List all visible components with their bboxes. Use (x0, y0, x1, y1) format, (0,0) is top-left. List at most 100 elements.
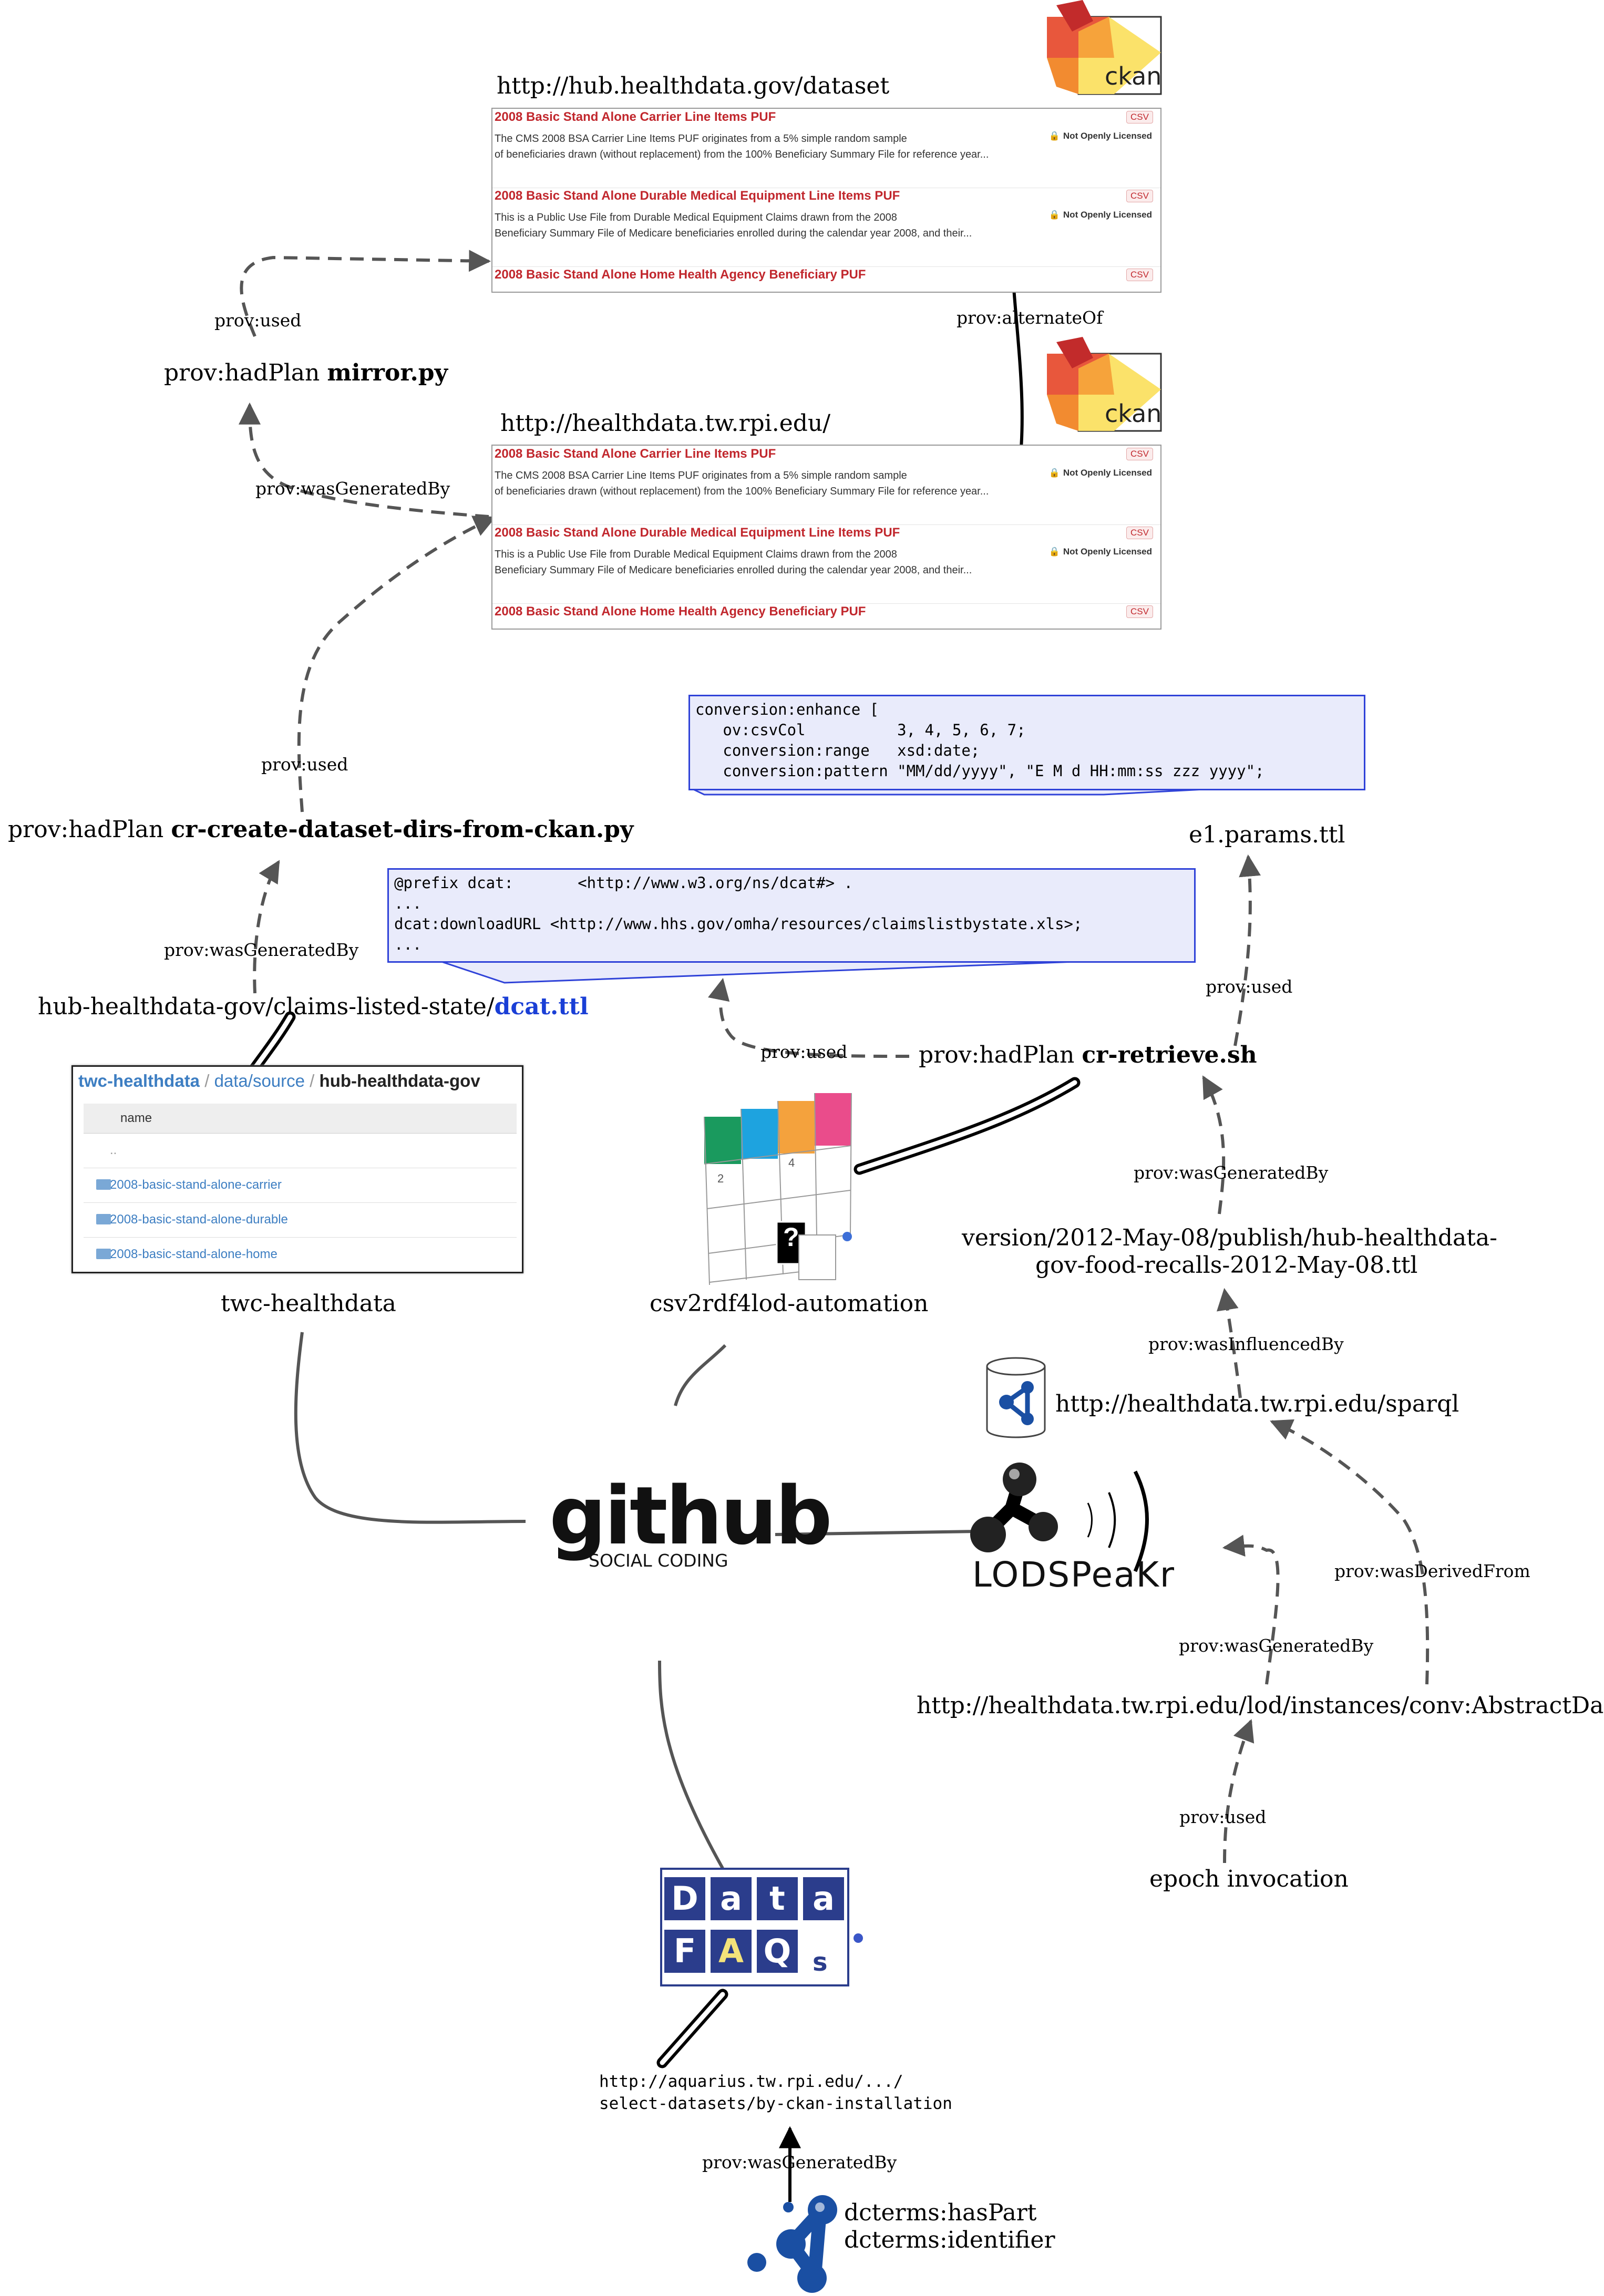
dataset-title[interactable]: 2008 Basic Stand Alone Durable Medical E… (495, 526, 900, 540)
dataset-title[interactable]: 2008 Basic Stand Alone Carrier Line Item… (495, 110, 776, 124)
lock-icon: 🔒 (1048, 131, 1060, 141)
ckan-text-middle: ckan (1105, 399, 1162, 428)
twc-healthdata-node[interactable]: twc-healthdata (221, 1290, 396, 1317)
file-row[interactable]: 2008-basic-stand-alone-home (84, 1237, 517, 1272)
arrow-dcat-generated-by-createdirs (253, 860, 280, 994)
file-row[interactable]: 2008-basic-stand-alone-carrier (84, 1168, 517, 1203)
database-icon (986, 1357, 1046, 1438)
list-item[interactable]: 2008 Basic Stand Alone Durable Medical E… (492, 188, 1160, 267)
label-prov-alternate-of: prov:alternateOf (957, 307, 1103, 328)
line-github-datafaqs (658, 1660, 724, 1869)
dataset-title[interactable]: 2008 Basic Stand Alone Durable Medical E… (495, 189, 900, 203)
tw-dataset-listing: 2008 Basic Stand Alone Carrier Line Item… (491, 445, 1161, 630)
label-prov-was-influenced-by: prov:wasInfluencedBy (1148, 1334, 1344, 1354)
question-icon: ? (783, 1222, 799, 1252)
linked-data-icon (747, 2195, 837, 2293)
plan-retrieve: prov:hadPlan cr-retrieve.sh (919, 1042, 1257, 1068)
ckan-text-top: ckan (1105, 62, 1162, 90)
abstract-dataset-node[interactable]: http://healthdata.tw.rpi.edu/lod/instanc… (917, 1692, 1604, 1719)
label-prov-used: prov:used (1206, 976, 1293, 997)
label-prov-used: prov:used (760, 1042, 848, 1062)
link-csv2rdf4lod-to-retrieve (857, 1080, 1077, 1172)
arrow-version-generated-by-retrieve (1202, 1075, 1226, 1214)
parent-link[interactable]: .. (84, 1133, 517, 1168)
folder-icon (96, 1179, 111, 1190)
list-item[interactable]: 2008 Basic Stand Alone Home Health Agenc… (492, 603, 1160, 629)
link-datafaqs-to-aquarius (660, 1992, 725, 2065)
arrow-epoch-used-abstract (1223, 1719, 1255, 1863)
breadcrumb: twc-healthdata / data/source / hub-healt… (78, 1071, 480, 1090)
plan-mirror: prov:hadPlan mirror.py (164, 359, 448, 386)
tw-healthdata-url[interactable]: http://healthdata.tw.rpi.edu/ (500, 410, 831, 437)
license-label: 🔒Not Openly Licensed (1048, 468, 1152, 478)
format-badge: CSV (1126, 448, 1153, 460)
list-item[interactable]: 2008 Basic Stand Alone Carrier Line Item… (492, 446, 1160, 525)
hub-dataset-url[interactable]: http://hub.healthdata.gov/dataset (497, 73, 890, 99)
dataset-title[interactable]: 2008 Basic Stand Alone Carrier Line Item… (495, 447, 776, 461)
label-prov-used: prov:used (1179, 1807, 1267, 1827)
file-row[interactable]: 2008-basic-stand-alone-durable (84, 1202, 517, 1238)
folder-icon (96, 1214, 111, 1224)
lock-icon: 🔒 (1048, 468, 1060, 478)
license-label: 🔒Not Openly Licensed (1048, 210, 1152, 220)
folder-icon (96, 1249, 111, 1259)
dataset-desc: This is a Public Use File from Durable M… (495, 549, 972, 576)
license-label: 🔒Not Openly Licensed (1048, 131, 1152, 141)
label-prov-was-generated-by: prov:wasGeneratedBy (702, 2152, 897, 2173)
e1-params-node[interactable]: e1.params.ttl (1189, 821, 1345, 848)
license-label: 🔒Not Openly Licensed (1048, 547, 1152, 557)
arrow-abstract-generated-by-lodspeakr (1222, 1535, 1280, 1685)
dataset-title[interactable]: 2008 Basic Stand Alone Home Health Agenc… (495, 267, 866, 282)
dataset-desc: This is a Public Use File from Durable M… (495, 212, 972, 239)
format-badge: CSV (1126, 190, 1153, 202)
csv-grid-logo (704, 1093, 852, 1285)
list-item[interactable]: 2008 Basic Stand Alone Durable Medical E… (492, 524, 1160, 604)
label-prov-was-generated-by: prov:wasGeneratedBy (255, 478, 450, 499)
list-item[interactable]: 2008 Basic Stand Alone Carrier Line Item… (492, 109, 1160, 188)
hub-dataset-listing: 2008 Basic Stand Alone Carrier Line Item… (491, 108, 1161, 293)
arrow-tw-generated-by-mirror (239, 402, 489, 518)
file-browser: twc-healthdata / data/source / hub-healt… (71, 1065, 523, 1273)
line-github-twc (294, 1332, 526, 1524)
plan-create-dirs: prov:hadPlan cr-create-dataset-dirs-from… (8, 816, 634, 843)
label-prov-used: prov:used (214, 310, 302, 331)
ckan-logo-top (1047, 0, 1162, 95)
csv-grid-number: 4 (788, 1156, 795, 1169)
arrow-sparql-influenced-by-version (1216, 1288, 1242, 1398)
aquarius-url[interactable]: http://aquarius.tw.rpi.edu/.../select-da… (599, 2072, 952, 2113)
line-github-lodspeakr (775, 1530, 978, 1536)
sparql-endpoint[interactable]: http://healthdata.tw.rpi.edu/sparql (1055, 1391, 1459, 1417)
dcat-node[interactable]: hub-healthdata-gov/claims-listed-state/d… (38, 993, 589, 1020)
format-badge: CSV (1126, 605, 1153, 618)
csv2rdf4lod-node[interactable]: csv2rdf4lod-automation (650, 1290, 929, 1317)
format-badge: CSV (1126, 111, 1153, 123)
csv-grid-number: 2 (717, 1172, 724, 1185)
column-header[interactable]: name (84, 1104, 517, 1134)
arrow-createdirs-used-tw (297, 516, 496, 812)
lock-icon: 🔒 (1048, 547, 1060, 557)
label-prov-used: prov:used (261, 754, 348, 775)
line-github-csv2rdf4lod (674, 1344, 727, 1406)
ckan-logo-middle (1047, 337, 1162, 432)
label-prov-was-generated-by: prov:wasGeneratedBy (1179, 1635, 1374, 1656)
lock-icon: 🔒 (1048, 210, 1060, 220)
label-prov-was-derived-from: prov:wasDerivedFrom (1334, 1561, 1530, 1581)
dataset-desc: The CMS 2008 BSA Carrier Line Items PUF … (495, 470, 989, 497)
dataset-title[interactable]: 2008 Basic Stand Alone Home Health Agenc… (495, 604, 866, 619)
datafaqs-dots (854, 1933, 863, 1943)
format-badge: CSV (1126, 527, 1153, 539)
datafaqs-logo: D a t a F A Q s (660, 1868, 849, 1986)
list-item[interactable]: 2008 Basic Stand Alone Home Health Agenc… (492, 266, 1160, 292)
arrow-retrieve-used-params (1233, 854, 1261, 1046)
label-prov-was-generated-by: prov:wasGeneratedBy (1134, 1162, 1329, 1183)
label-prov-was-generated-by: prov:wasGeneratedBy (164, 940, 359, 960)
epoch-node[interactable]: epoch invocation (1149, 1866, 1349, 1892)
arrow-retrieve-used-dcat (708, 977, 910, 1058)
format-badge: CSV (1126, 269, 1153, 281)
dataset-desc: The CMS 2008 BSA Carrier Line Items PUF … (495, 133, 989, 160)
lodspeakr-text: LODSPeaKr (972, 1554, 1175, 1595)
lodspeakr-logo (970, 1463, 1149, 1572)
version-node[interactable]: version/2012-May-08/publish/hub-healthda… (962, 1224, 1498, 1279)
